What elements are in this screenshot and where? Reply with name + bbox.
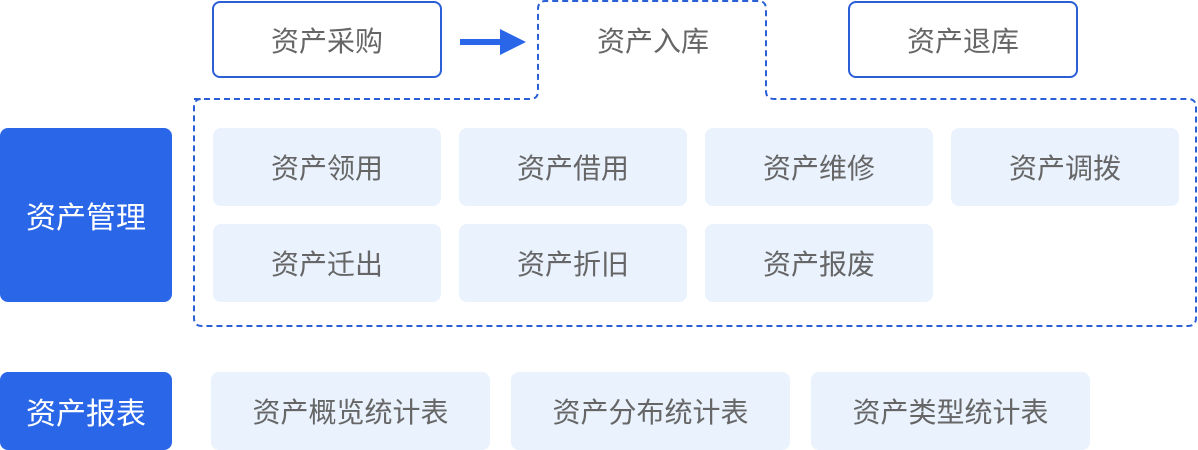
asset-inbound-label: 资产入库 <box>596 24 709 58</box>
tile-label: 资产调拨 <box>1008 152 1121 185</box>
asset-overview-report-tile[interactable]: 资产概览统计表 <box>211 372 490 450</box>
asset-management-category[interactable]: 资产管理 <box>0 128 172 302</box>
asset-return-label: 资产退库 <box>906 24 1019 58</box>
asset-depreciation-tile[interactable]: 资产折旧 <box>459 224 687 302</box>
asset-transfer-tile[interactable]: 资产调拨 <box>951 128 1179 206</box>
asset-reports-category[interactable]: 资产报表 <box>0 372 172 450</box>
asset-purchase-box[interactable]: 资产采购 <box>212 1 442 78</box>
asset-management-label: 资产管理 <box>26 201 146 236</box>
asset-borrow-tile[interactable]: 资产借用 <box>459 128 687 206</box>
asset-purchase-label: 资产采购 <box>270 24 383 58</box>
asset-maintenance-tile[interactable]: 资产维修 <box>705 128 933 206</box>
tile-label: 资产概览统计表 <box>252 396 449 429</box>
asset-inbound-tab[interactable]: 资产入库 <box>540 1 766 78</box>
asset-type-report-tile[interactable]: 资产类型统计表 <box>811 372 1090 450</box>
tile-label: 资产迁出 <box>270 248 383 281</box>
tile-label: 资产借用 <box>516 152 629 185</box>
tile-label: 资产维修 <box>762 152 875 185</box>
tile-label: 资产分布统计表 <box>552 396 749 429</box>
tile-label: 资产报废 <box>762 248 875 281</box>
asset-moveout-tile[interactable]: 资产迁出 <box>213 224 441 302</box>
asset-scrap-tile[interactable]: 资产报废 <box>705 224 933 302</box>
arrow-right-icon <box>460 29 526 55</box>
tile-label: 资产类型统计表 <box>852 396 1049 429</box>
tile-label: 资产折旧 <box>516 248 629 281</box>
asset-distribution-report-tile[interactable]: 资产分布统计表 <box>511 372 790 450</box>
asset-requisition-tile[interactable]: 资产领用 <box>213 128 441 206</box>
tile-label: 资产领用 <box>270 152 383 185</box>
asset-reports-label: 资产报表 <box>26 397 146 432</box>
asset-return-box[interactable]: 资产退库 <box>848 1 1078 78</box>
